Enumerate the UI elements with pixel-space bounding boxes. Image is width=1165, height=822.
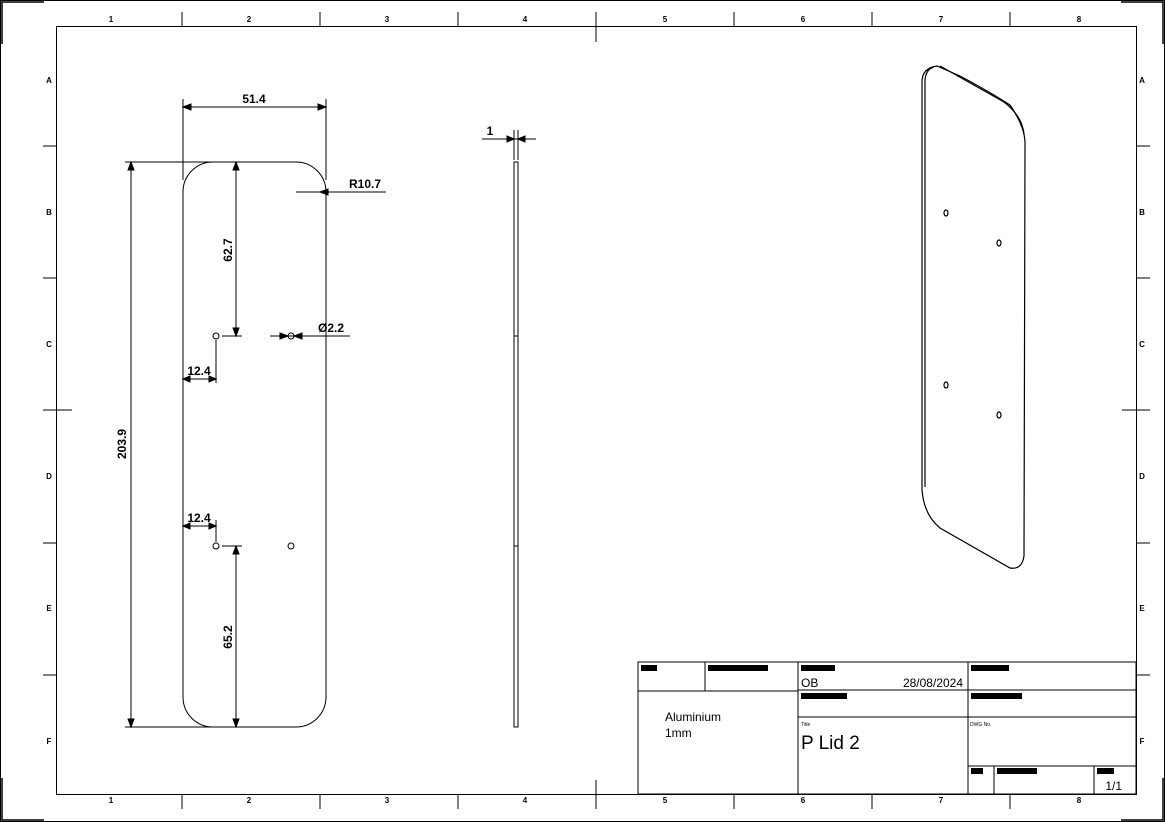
zone-col-5-bottom: 5 — [663, 796, 668, 805]
zone-col-4-bottom: 4 — [523, 796, 528, 805]
zone-row-c-left: C — [46, 340, 52, 349]
zone-row-a-right: A — [1139, 76, 1145, 85]
iso-hole-2 — [996, 239, 1002, 247]
material-line1: Aluminium — [665, 710, 721, 724]
front-view — [182, 161, 327, 728]
zone-column-labels-bottom: 1 2 3 4 5 6 7 8 — [109, 796, 1082, 805]
hole-lower-right — [287, 542, 295, 550]
title-label: Title — [801, 722, 810, 728]
zone-col-7-bottom: 7 — [939, 796, 944, 805]
plate-outline-front — [182, 161, 327, 728]
zone-col-8-bottom: 8 — [1077, 796, 1082, 805]
dim-overall-length: 203.9 — [115, 429, 129, 459]
iso-hole-4 — [996, 411, 1002, 419]
zone-col-7-top: 7 — [939, 15, 944, 24]
zone-col-8-top: 8 — [1077, 15, 1082, 24]
dim-corner-radius: R10.7 — [349, 177, 381, 191]
front-view-dimensions — [125, 99, 386, 729]
zone-row-a-left: A — [46, 76, 52, 85]
zone-col-2-top: 2 — [247, 15, 252, 24]
iso-hole-1 — [943, 209, 949, 217]
material-line2: 1mm — [665, 726, 692, 740]
dim-hole-offset-upper: 12.4 — [187, 364, 211, 378]
zone-row-labels-left: A B C D E F — [46, 76, 52, 746]
isometric-view — [921, 65, 1026, 569]
sheet-inner-border — [56, 26, 1137, 795]
dim-hole-offset-lower: 12.4 — [187, 511, 211, 525]
sheet-number: 1/1 — [1105, 779, 1122, 793]
zone-row-f-left: F — [47, 737, 52, 746]
hole-upper-left — [212, 332, 220, 340]
side-view — [482, 130, 536, 728]
hole-lower-left — [212, 542, 220, 550]
zone-column-labels-top: 1 2 3 4 5 6 7 8 — [109, 15, 1082, 24]
drawing-title: P Lid 2 — [801, 733, 860, 754]
drawn-by: OB — [801, 676, 818, 690]
zone-row-c-right: C — [1139, 340, 1145, 349]
zone-row-d-left: D — [46, 472, 52, 481]
zone-row-d-right: D — [1139, 472, 1145, 481]
zone-row-b-right: B — [1139, 208, 1145, 217]
iso-hole-3 — [943, 381, 949, 389]
plate-outline-side — [513, 161, 519, 728]
zone-row-b-left: B — [46, 208, 52, 217]
zone-ticks-horizontal — [181, 12, 1011, 809]
zone-col-4-top: 4 — [523, 15, 528, 24]
zone-col-3-bottom: 3 — [385, 796, 390, 805]
plate-outline-iso — [921, 65, 1026, 569]
dim-thickness: 1 — [487, 124, 494, 138]
zone-col-2-bottom: 2 — [247, 796, 252, 805]
zone-col-6-top: 6 — [801, 15, 806, 24]
zone-col-5-top: 5 — [663, 15, 668, 24]
zone-ticks-vertical — [43, 145, 1150, 676]
zone-row-f-right: F — [1140, 737, 1145, 746]
zone-col-6-bottom: 6 — [801, 796, 806, 805]
dim-top-to-hole: 62.7 — [221, 238, 235, 262]
drawing-date: 28/08/2024 — [903, 676, 963, 690]
zone-col-3-top: 3 — [385, 15, 390, 24]
dim-bottom-to-hole: 65.2 — [221, 625, 235, 649]
redacted-labels — [641, 665, 1114, 774]
title-block — [637, 661, 1137, 795]
zone-row-e-left: E — [46, 604, 52, 613]
zone-row-labels-right: A B C D E F — [1139, 76, 1145, 746]
zone-col-1-bottom: 1 — [109, 796, 114, 805]
dim-hole-diameter: Ø2.2 — [318, 321, 344, 335]
zone-row-e-right: E — [1139, 604, 1145, 613]
zone-col-1-top: 1 — [109, 15, 114, 24]
dim-width: 51.4 — [242, 92, 266, 106]
dwg-label: DWG No. — [970, 722, 991, 728]
